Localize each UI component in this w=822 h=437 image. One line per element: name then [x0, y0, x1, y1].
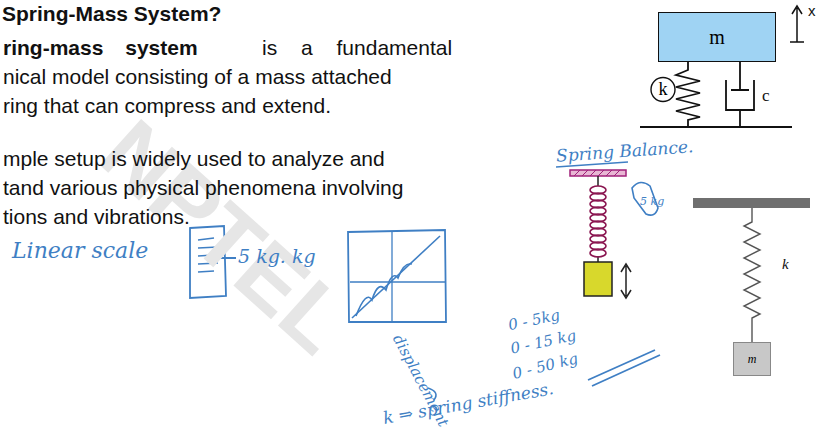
watermark: NPTEL — [81, 100, 369, 374]
body-text: tand various physical phenomena involvin… — [3, 176, 403, 200]
support-bar — [693, 198, 810, 208]
node-text: k — [659, 79, 668, 100]
body-text: is a fundamental — [262, 36, 452, 60]
handwritten-note: 5 kg. kg — [238, 246, 316, 268]
handwritten-note: Linear scale — [12, 238, 148, 263]
handwritten-note: k ⇒ spring stiffness. — [382, 379, 555, 428]
body-text: ring that can compress and extend. — [3, 94, 331, 118]
damper-label: c — [762, 86, 770, 106]
displacement-arrow — [790, 6, 804, 42]
body-text: tions and vibrations. — [3, 205, 190, 229]
graph-line — [352, 236, 440, 318]
handwritten-note: 5 kg — [640, 196, 664, 209]
balance-weight — [584, 262, 612, 296]
spring-label: k — [782, 256, 789, 273]
hatching — [574, 170, 620, 176]
body-text: nical model consisting of a mass attache… — [3, 65, 392, 89]
spring-coil — [590, 186, 606, 257]
double-arrow — [621, 264, 631, 298]
graph-grid — [350, 232, 445, 322]
slide-title: Spring-Mass System? — [2, 2, 221, 26]
node-text: m — [748, 352, 757, 367]
node-text: m — [709, 26, 725, 49]
mass-box: m — [658, 12, 776, 62]
body-text: ring-mass system — [3, 36, 198, 60]
spring-symbol — [676, 62, 700, 127]
graph-curve — [356, 264, 412, 316]
damper-symbol — [726, 62, 754, 127]
graph-sketch — [348, 230, 446, 322]
body-text: mple setup is widely used to analyze and — [3, 147, 385, 171]
hanging-spring — [744, 208, 760, 342]
handwritten-note: 0 - 5kg — [507, 307, 562, 335]
axis-label: x — [808, 2, 816, 19]
underline-stroke — [588, 350, 660, 386]
hanging-mass: m — [733, 342, 771, 376]
ground-line — [640, 126, 792, 128]
coil-winding — [590, 249, 606, 257]
stiffness-circle: k — [650, 76, 676, 103]
ceiling-hatch — [570, 170, 626, 176]
